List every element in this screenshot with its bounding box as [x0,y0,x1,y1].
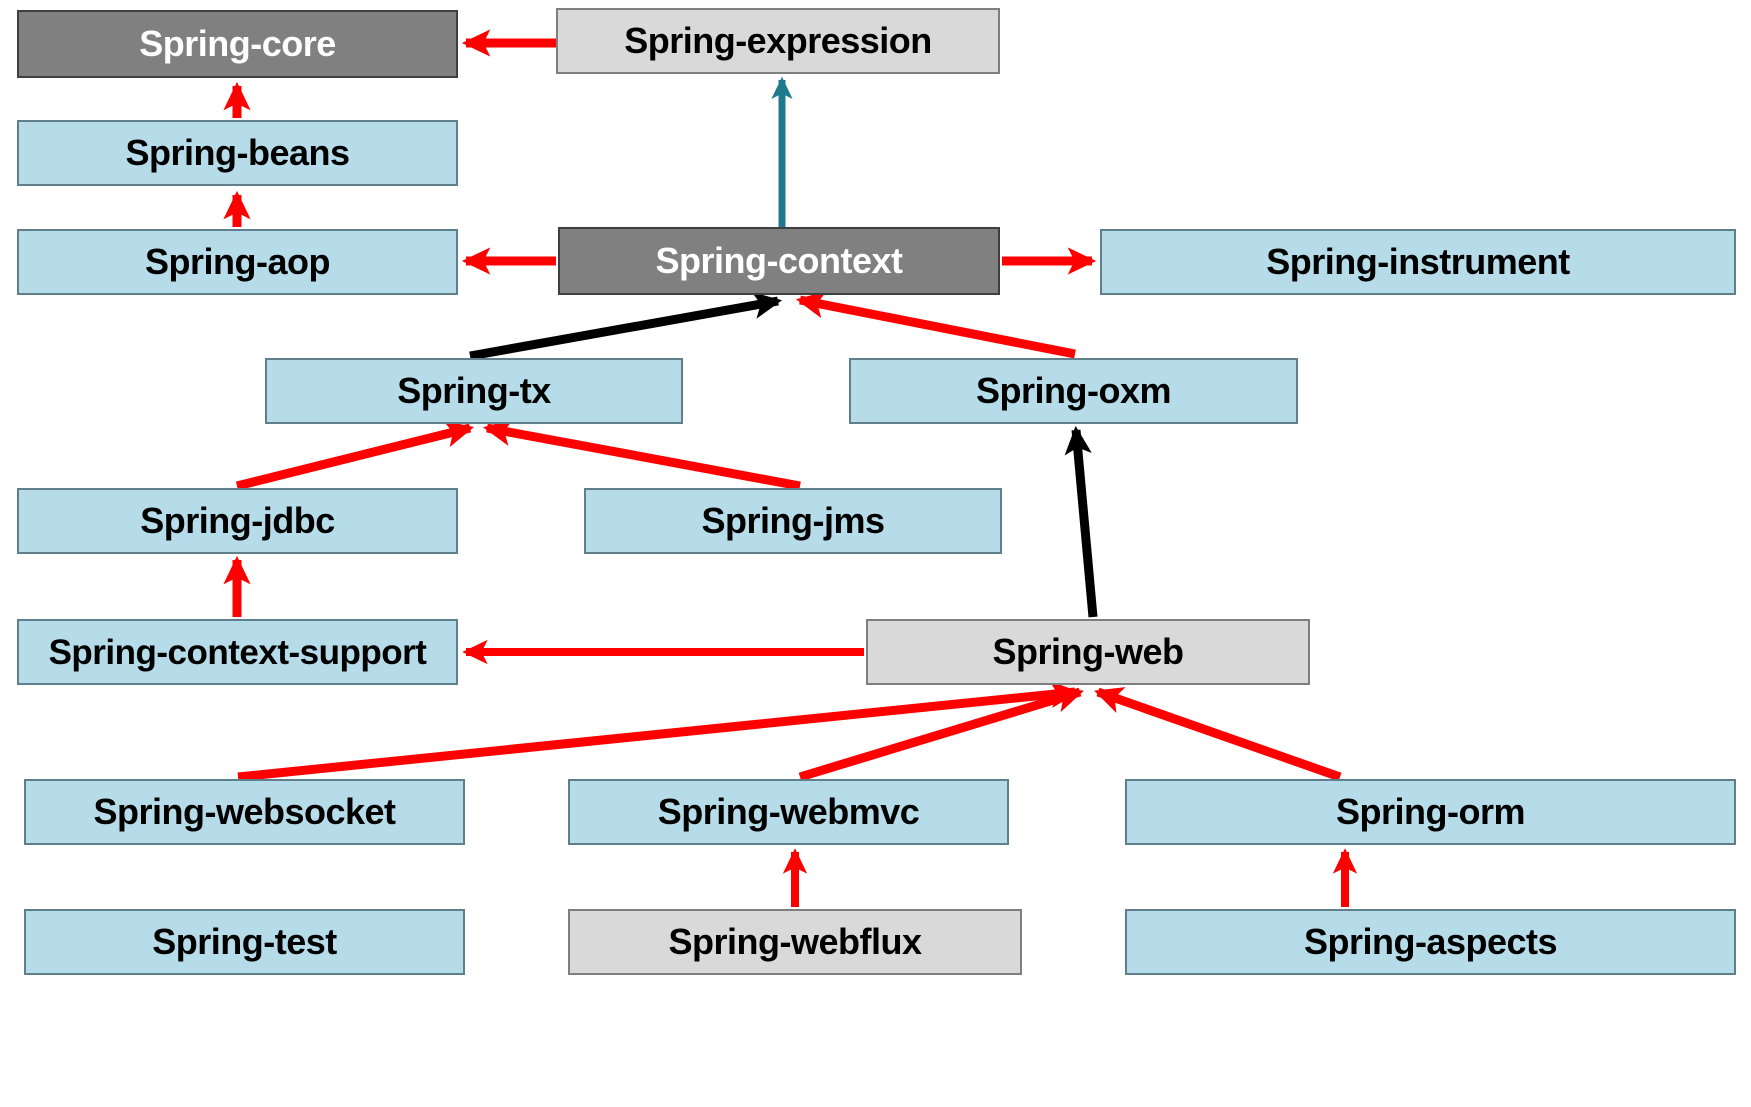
arrow-web-to-oxm [1064,425,1098,618]
module-label: Spring-context [655,240,903,281]
module-box-spring-web[interactable]: Spring-web [866,619,1310,685]
arrow-websocket-to-web [237,680,1080,782]
module-box-spring-websocket[interactable]: Spring-websocket [24,779,465,845]
module-box-spring-context-support[interactable]: Spring-context-support [17,619,458,685]
module-box-spring-webmvc[interactable]: Spring-webmvc [568,779,1009,845]
module-box-spring-core[interactable]: Spring-core [17,10,458,78]
arrow-webmvc-to-web [798,686,1084,782]
module-label: Spring-websocket [93,791,396,832]
module-label: Spring-oxm [975,370,1172,411]
module-box-spring-beans[interactable]: Spring-beans [17,120,458,186]
module-box-spring-expression[interactable]: Spring-expression [556,8,1000,74]
module-label: Spring-expression [624,20,932,61]
arrow-orm-to-web [1094,687,1342,782]
module-label: Spring-web [992,631,1185,672]
arrow-jms-to-tx [482,419,801,491]
module-box-spring-instrument[interactable]: Spring-instrument [1100,229,1736,295]
module-box-spring-oxm[interactable]: Spring-oxm [849,358,1298,424]
module-box-spring-test[interactable]: Spring-test [24,909,465,975]
arrow-jdbc-to-tx [235,420,475,491]
module-box-spring-jms[interactable]: Spring-jms [584,488,1002,554]
module-label: Spring-beans [125,132,350,173]
module-box-spring-webflux[interactable]: Spring-webflux [568,909,1022,975]
module-box-spring-aspects[interactable]: Spring-aspects [1125,909,1736,975]
arrow-oxm-to-context [795,291,1076,359]
module-label: Spring-tx [397,370,551,411]
module-box-spring-aop[interactable]: Spring-aop [17,229,458,295]
module-label: Spring-test [152,921,337,962]
module-label: Spring-aspects [1303,921,1558,962]
module-label: Spring-webflux [668,921,923,962]
module-box-spring-orm[interactable]: Spring-orm [1125,779,1736,845]
arrow-tx-to-context [469,291,783,361]
module-box-spring-jdbc[interactable]: Spring-jdbc [17,488,458,554]
module-box-spring-tx[interactable]: Spring-tx [265,358,683,424]
module-label: Spring-instrument [1266,241,1570,282]
module-label: Spring-jdbc [140,500,335,541]
module-label: Spring-aop [145,241,330,282]
module-label: Spring-orm [1336,791,1526,832]
module-label: Spring-jms [701,500,885,541]
module-label: Spring-core [139,23,336,64]
module-box-spring-context[interactable]: Spring-context [558,227,1000,295]
module-label: Spring-webmvc [657,791,920,832]
module-label: Spring-context-support [48,632,427,672]
